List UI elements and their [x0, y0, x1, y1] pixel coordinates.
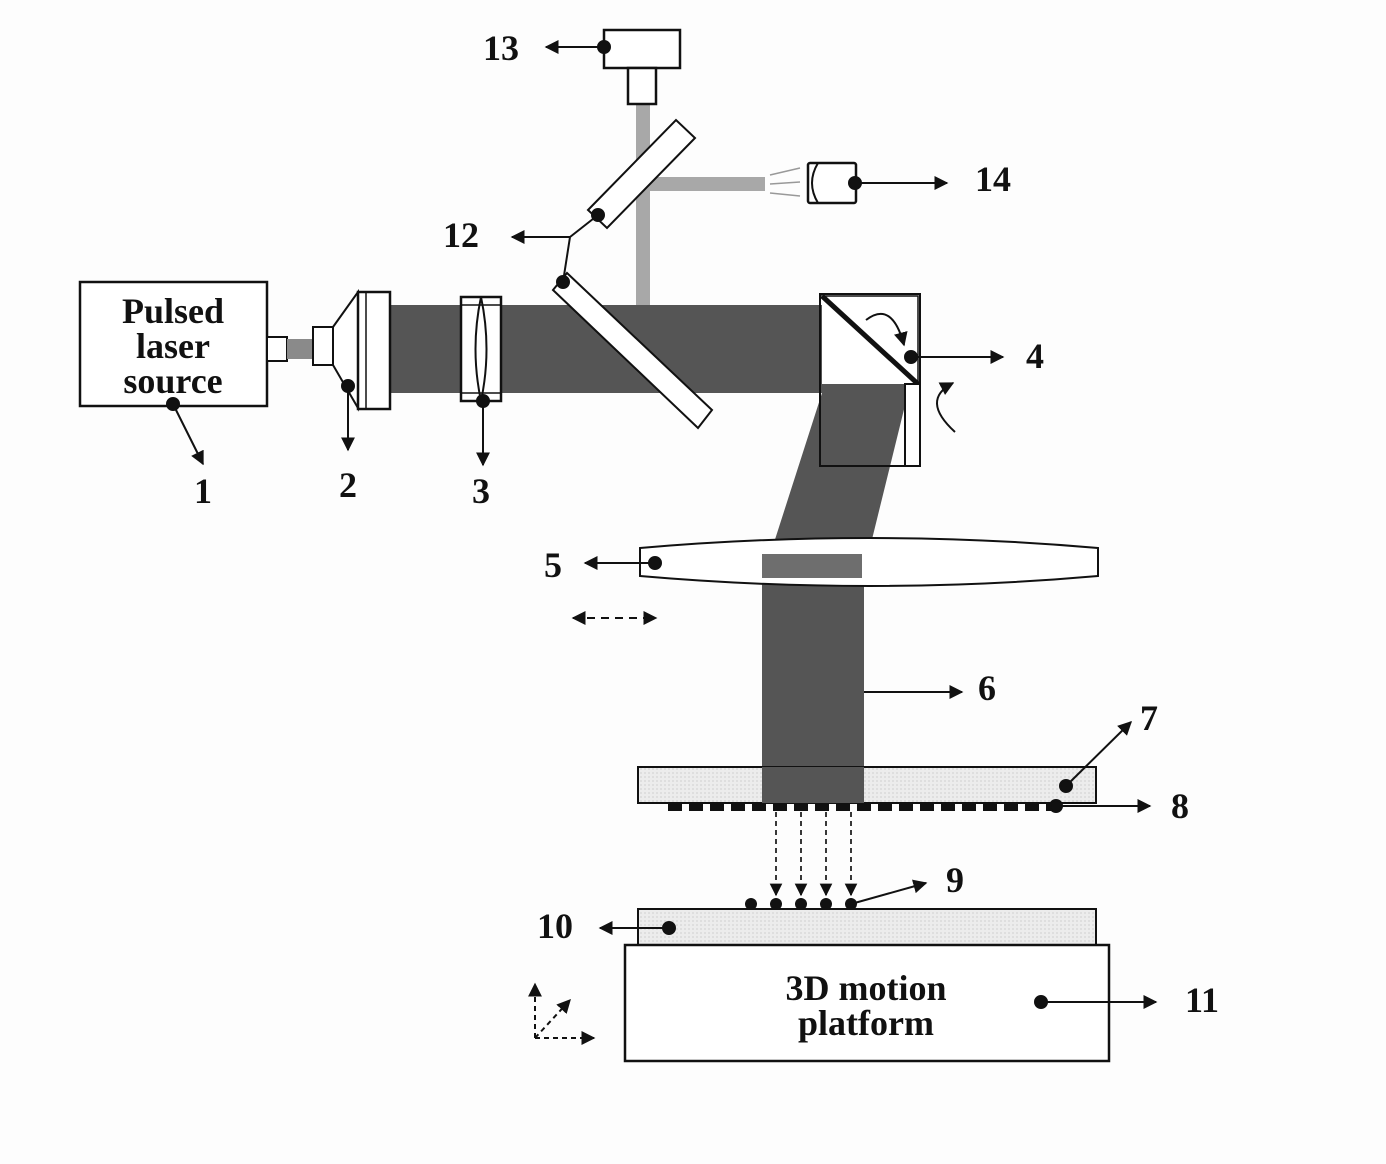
- probe-beams: [636, 104, 801, 306]
- callout-10: 10: [537, 906, 573, 946]
- collimating-lens: [459, 295, 503, 403]
- probe-beam-vertical: [636, 104, 650, 306]
- scanning-mirror: [819, 293, 956, 467]
- receiver-substrate: [637, 908, 1097, 946]
- callout-3: 3: [472, 471, 490, 511]
- callout-5: 5: [544, 545, 562, 585]
- callout-4: 4: [1026, 336, 1044, 376]
- laser-label-line2: laser: [136, 326, 210, 366]
- ccd-camera: [602, 28, 682, 106]
- callout-13: 13: [483, 28, 519, 68]
- callout-9: 9: [946, 860, 964, 900]
- callout-1: 1: [194, 471, 212, 511]
- probe-beam-horizontal: [650, 177, 765, 191]
- rotation-arrow-icon: [865, 312, 908, 347]
- callout-lines: [166, 40, 1158, 1009]
- callout-7: 7: [1140, 698, 1158, 738]
- laser-source-box: Pulsed laser source: [78, 280, 269, 408]
- callout-12: 12: [443, 215, 479, 255]
- focusing-lens: [639, 537, 1099, 587]
- callout-11: 11: [1185, 980, 1219, 1020]
- laser-label-line3: source: [123, 361, 222, 401]
- xyz-axes-icon: [528, 982, 596, 1045]
- rotation-arrow-icon: [936, 382, 956, 433]
- platform-label-line1: 3D motion: [786, 968, 947, 1008]
- motion-platform: 3D motion platform: [623, 943, 1111, 1063]
- beam-splitters: [551, 118, 714, 430]
- callout-8: 8: [1171, 786, 1189, 826]
- transparent-substrate: [637, 766, 1097, 804]
- laser-output-coupler: [266, 336, 315, 362]
- platform-label-line2: platform: [798, 1003, 934, 1043]
- callout-numbers: 1 2 3 4 5 6 7 8 9 10 11 12 13 14: [194, 28, 1219, 1020]
- transfer-jets: [769, 812, 858, 897]
- laser-label-line1: Pulsed: [122, 291, 224, 331]
- callout-14: 14: [975, 159, 1011, 199]
- callout-6: 6: [978, 668, 996, 708]
- beam-expander: [312, 288, 392, 412]
- callout-2: 2: [339, 465, 357, 505]
